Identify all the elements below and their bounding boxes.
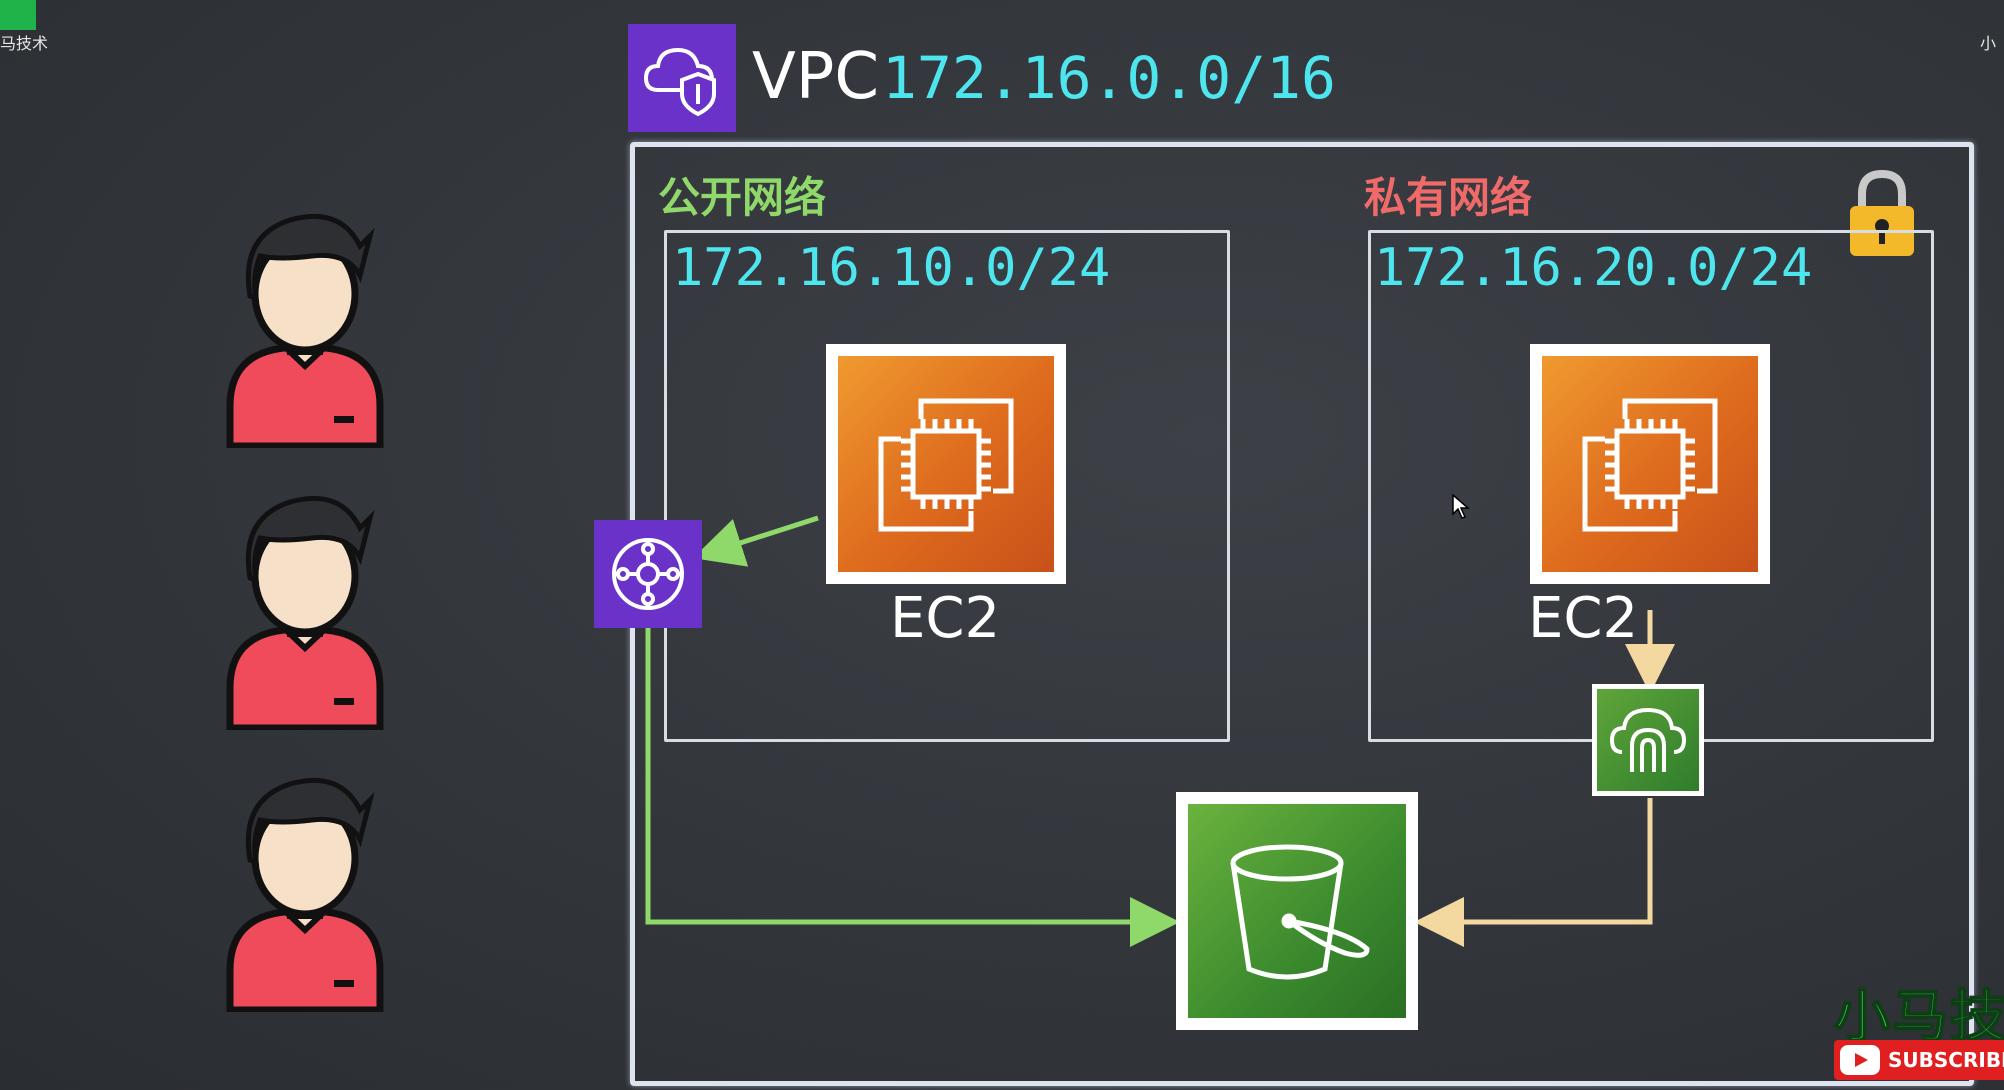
s3-bucket — [1176, 792, 1418, 1030]
subscribe-label: SUBSCRIBE — [1888, 1048, 2004, 1072]
channel-name-top-left: 马技术 — [0, 34, 49, 53]
private-ec2-label: EC2 — [1528, 586, 1639, 651]
private-ec2-instance — [1530, 344, 1770, 584]
public-ec2-label: EC2 — [890, 586, 1001, 651]
public-subnet-cidr: 172.16.10.0/24 — [672, 238, 1111, 298]
vpc-endpoint-icon — [1609, 707, 1687, 772]
public-subnet — [664, 230, 1230, 742]
ec2-chip-icon — [1582, 398, 1718, 532]
youtube-play-icon — [1840, 1045, 1880, 1075]
public-network-title: 公开网络 — [658, 173, 827, 222]
channel-name-top-right: 小 — [1980, 34, 1997, 53]
user-avatar — [220, 206, 390, 452]
user-avatar — [220, 770, 390, 1016]
mouse-cursor-icon — [1452, 493, 1471, 524]
subscribe-button[interactable]: SUBSCRIBE — [1834, 1040, 2004, 1080]
gateway-to-s3-arrow — [645, 628, 1180, 947]
user-avatar — [220, 488, 390, 734]
vpc-endpoint — [1592, 684, 1704, 796]
private-network-title: 私有网络 — [1364, 173, 1533, 222]
ec2-chip-icon — [878, 398, 1014, 532]
public-ec2-instance — [826, 344, 1066, 584]
channel-logo — [0, 0, 36, 30]
vpc-cloud-shield-icon — [628, 24, 736, 132]
vpc-label: VPC — [752, 40, 880, 114]
private-subnet-cidr: 172.16.20.0/24 — [1374, 238, 1813, 298]
ec2-to-gateway-arrow — [692, 515, 819, 567]
channel-watermark: 小马技 — [1833, 984, 2004, 1051]
endpoint-to-s3-arrow — [1414, 798, 1653, 947]
s3-bucket-icon — [1230, 844, 1370, 980]
internet-gateway-icon — [594, 520, 702, 628]
vpc-cidr: 172.16.0.0/16 — [882, 44, 1336, 112]
